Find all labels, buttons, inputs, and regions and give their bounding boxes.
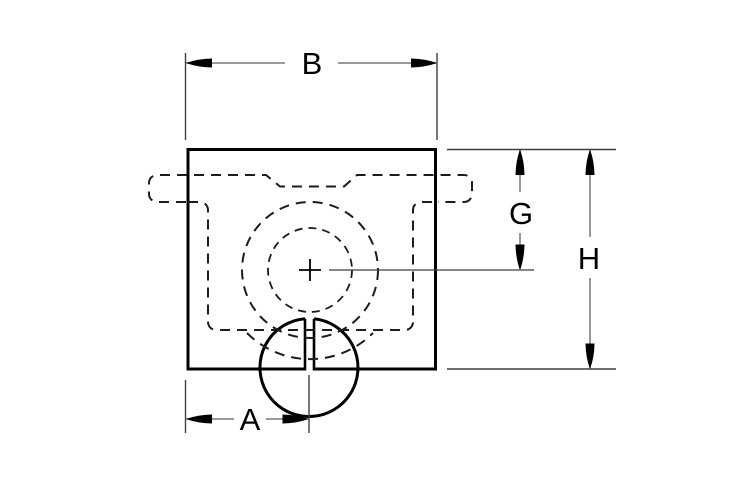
dimension-g: G [509, 149, 533, 270]
dim-g-label: G [509, 196, 533, 231]
dim-h-arrow-down [585, 343, 595, 369]
hidden-tab-outline [148, 174, 473, 203]
body-outline [186, 148, 437, 371]
dim-h-arrow-up [585, 149, 595, 175]
dim-g-arrow-up [515, 149, 525, 175]
dim-h-label: H [578, 241, 600, 276]
hidden-counterbore-arc [246, 332, 374, 361]
dim-b-arrow-right [411, 58, 437, 68]
dim-a-arrow-left [186, 414, 212, 424]
part-outline [186, 148, 437, 419]
dim-g-arrow-down [515, 244, 525, 270]
dim-a-arrow-right [282, 414, 309, 424]
dim-b-arrow-left [186, 58, 212, 68]
dim-a-label: A [240, 402, 261, 437]
dimension-h: H [578, 149, 600, 369]
dim-b-label: B [302, 46, 323, 81]
hidden-flange-outline [188, 201, 436, 331]
dimension-b: B [184, 46, 438, 140]
center-marks [299, 259, 534, 281]
dimension-a: A [184, 375, 310, 437]
